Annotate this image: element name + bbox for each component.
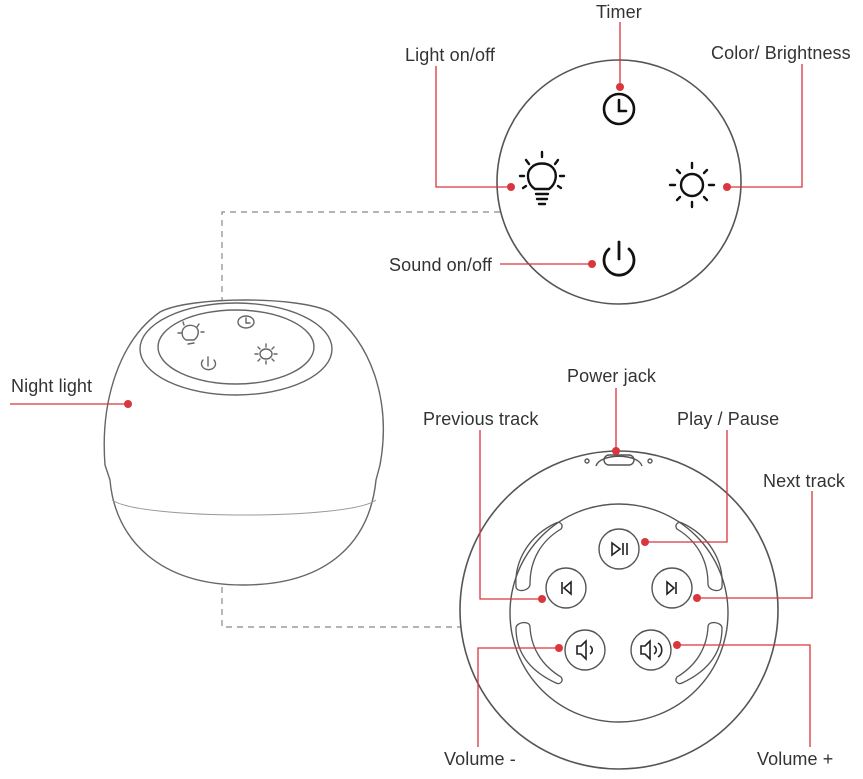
color-brightness-label: Color/ Brightness	[711, 43, 851, 63]
play-pause-button[interactable]	[598, 528, 640, 570]
previous-track-label: Previous track	[423, 409, 539, 429]
top-panel-detail	[496, 59, 742, 305]
power-jack-label: Power jack	[567, 366, 657, 386]
sound-on-off-label: Sound on/off	[389, 255, 492, 275]
volume-plus-label: Volume +	[757, 749, 834, 769]
callout-lines	[10, 22, 813, 747]
volume-up-icon	[640, 639, 663, 661]
volume-down-icon	[576, 639, 594, 661]
night-light-label: Night light	[11, 376, 93, 396]
skip-back-icon	[561, 580, 572, 596]
power-jack	[584, 454, 653, 467]
volume-minus-label: Volume -	[444, 749, 516, 769]
bottom-panel-detail	[459, 450, 779, 770]
volume-up-button[interactable]	[630, 629, 672, 671]
skip-forward-icon	[666, 580, 677, 596]
play-pause-label: Play / Pause	[677, 409, 780, 429]
night-light-top-icons	[177, 315, 278, 371]
clock-icon	[602, 92, 636, 126]
bottom-panel-outline	[459, 450, 779, 770]
bulb-icon	[518, 150, 566, 206]
top-panel-outline	[496, 59, 742, 305]
button-ring	[509, 503, 729, 723]
light-on-off-label: Light on/off	[405, 45, 495, 65]
night-light-body	[103, 299, 384, 586]
sun-icon	[668, 161, 716, 209]
next-track-button[interactable]	[651, 567, 693, 609]
next-track-label: Next track	[763, 471, 846, 491]
speaker-slots	[515, 521, 723, 685]
play-pause-icon	[611, 541, 628, 557]
dashed-connectors	[221, 211, 500, 628]
power-icon	[602, 240, 636, 277]
callout-dots	[124, 83, 731, 652]
timer-label: Timer	[596, 2, 642, 22]
previous-track-button[interactable]	[545, 567, 587, 609]
volume-down-button[interactable]	[564, 629, 606, 671]
